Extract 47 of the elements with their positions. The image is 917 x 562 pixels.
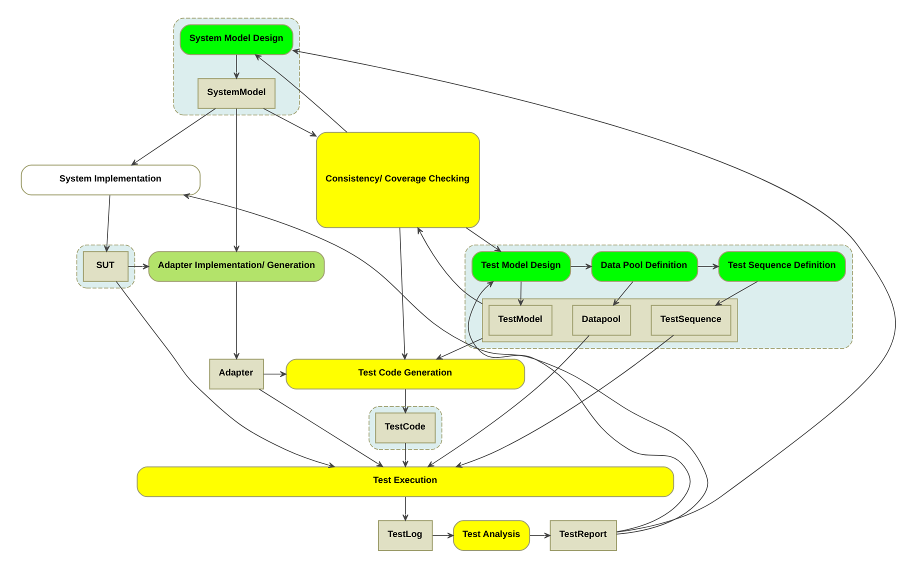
node-box: Test Execution bbox=[136, 466, 674, 498]
arrow bbox=[258, 388, 384, 468]
arrow bbox=[417, 227, 483, 304]
node-box: TestReport bbox=[550, 520, 618, 551]
arrow bbox=[530, 532, 551, 539]
arrow bbox=[263, 108, 317, 137]
node-box: Datapool bbox=[572, 304, 632, 336]
arrow bbox=[131, 108, 216, 166]
arrow bbox=[399, 227, 408, 360]
arrow bbox=[183, 193, 708, 535]
arrow bbox=[263, 371, 286, 378]
arrow bbox=[292, 48, 896, 533]
arrow bbox=[436, 338, 483, 360]
node-box: Adapter Implementation/ Generation bbox=[148, 251, 325, 282]
node-box: TestCode bbox=[375, 412, 436, 444]
arrow bbox=[466, 227, 502, 252]
node-box: TestModel bbox=[488, 304, 552, 336]
node-box: System Implementation bbox=[20, 164, 201, 196]
node-box: Adapter bbox=[209, 358, 264, 390]
node-box: Test Analysis bbox=[452, 520, 530, 551]
arrow bbox=[715, 281, 758, 306]
arrow bbox=[468, 281, 691, 532]
arrow bbox=[104, 194, 110, 252]
node-box: Data Pool Definition bbox=[591, 251, 698, 282]
arrow bbox=[697, 263, 719, 270]
node-box: Test Code Generation bbox=[286, 358, 526, 390]
arrow bbox=[432, 532, 454, 539]
arrow bbox=[518, 281, 524, 306]
arrow bbox=[402, 496, 408, 521]
arrow bbox=[254, 54, 348, 133]
node-box: SUT bbox=[82, 251, 129, 282]
arrow bbox=[612, 281, 634, 306]
arrow bbox=[570, 263, 592, 270]
arrow bbox=[234, 281, 240, 360]
arrow bbox=[402, 442, 408, 468]
node-box: System Model Design bbox=[180, 24, 294, 56]
node-box: SystemModel bbox=[198, 78, 276, 109]
node-box: Consistency/ Coverage Checking bbox=[316, 132, 480, 228]
node-box: TestSequence bbox=[650, 304, 732, 336]
node-box: Test Sequence Definition bbox=[718, 251, 846, 282]
arrow bbox=[128, 263, 150, 270]
node-box: TestLog bbox=[378, 520, 433, 551]
node-box: Test Model Design bbox=[472, 251, 572, 282]
arrow bbox=[234, 54, 240, 79]
arrow bbox=[234, 108, 240, 252]
arrow bbox=[116, 281, 335, 468]
arrow bbox=[402, 388, 408, 414]
